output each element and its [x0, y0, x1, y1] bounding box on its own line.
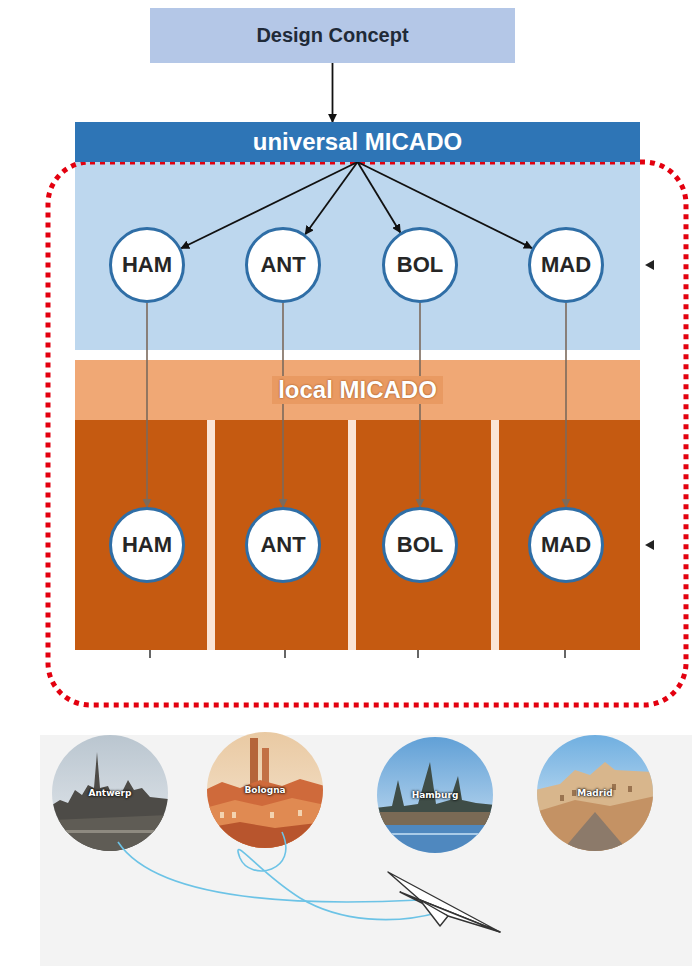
flow-arrow: [565, 303, 567, 507]
side-pointers: [645, 260, 654, 550]
city-photo-label: Hamburg: [377, 737, 493, 853]
node-text: HAM: [122, 532, 172, 558]
flow-arrow: [332, 63, 334, 122]
city-circle: BOL: [382, 227, 458, 303]
node-text: universal MICADO: [253, 128, 462, 156]
city-column: [499, 420, 640, 650]
city-circle: HAM: [109, 507, 185, 583]
flow-arrow: [419, 303, 421, 507]
city-photo: [50, 733, 170, 853]
flow-arrow: [146, 303, 148, 507]
node-text: BOL: [397, 252, 443, 278]
paper-plane: [388, 872, 500, 932]
column-ticks: [150, 650, 565, 658]
flow-arrow: [305, 162, 357, 234]
city-photo-label: Antwerp: [52, 735, 168, 851]
city-photo-label: Madrid: [537, 735, 653, 851]
node-text: HAM: [122, 252, 172, 278]
local-band: local MICADO: [75, 360, 640, 420]
city-circle: HAM: [109, 227, 185, 303]
city-circle: MAD: [528, 227, 604, 303]
node-text: Antwerp: [89, 788, 132, 798]
node-text: Madrid: [577, 788, 612, 798]
city-photo-label: Bologna: [207, 732, 323, 848]
city-photo: [375, 735, 495, 855]
city-circle: MAD: [528, 507, 604, 583]
node-text: Hamburg: [412, 790, 459, 800]
node-text: Design Concept: [256, 24, 408, 47]
node-text: BOL: [397, 532, 443, 558]
node-text: local MICADO: [272, 376, 443, 404]
concept-box: Design Concept: [150, 8, 515, 63]
city-column: [215, 420, 348, 650]
city-column: [356, 420, 491, 650]
universal-panel: [75, 162, 640, 350]
city-photo: [205, 730, 325, 850]
node-text: ANT: [260, 532, 305, 558]
city-circle: BOL: [382, 507, 458, 583]
city-circle: ANT: [245, 227, 321, 303]
universal-band: universal MICADO: [75, 122, 640, 162]
flow-arrow: [282, 303, 284, 507]
node-text: MAD: [541, 252, 591, 278]
local-band-ground: [75, 360, 640, 420]
node-text: Bologna: [244, 785, 285, 795]
local-panel: [75, 420, 640, 650]
node-text: MAD: [541, 532, 591, 558]
city-circle: ANT: [245, 507, 321, 583]
highlight-outline: [48, 162, 686, 705]
city-photo: [535, 733, 655, 853]
city-column: [75, 420, 207, 650]
node-text: ANT: [260, 252, 305, 278]
